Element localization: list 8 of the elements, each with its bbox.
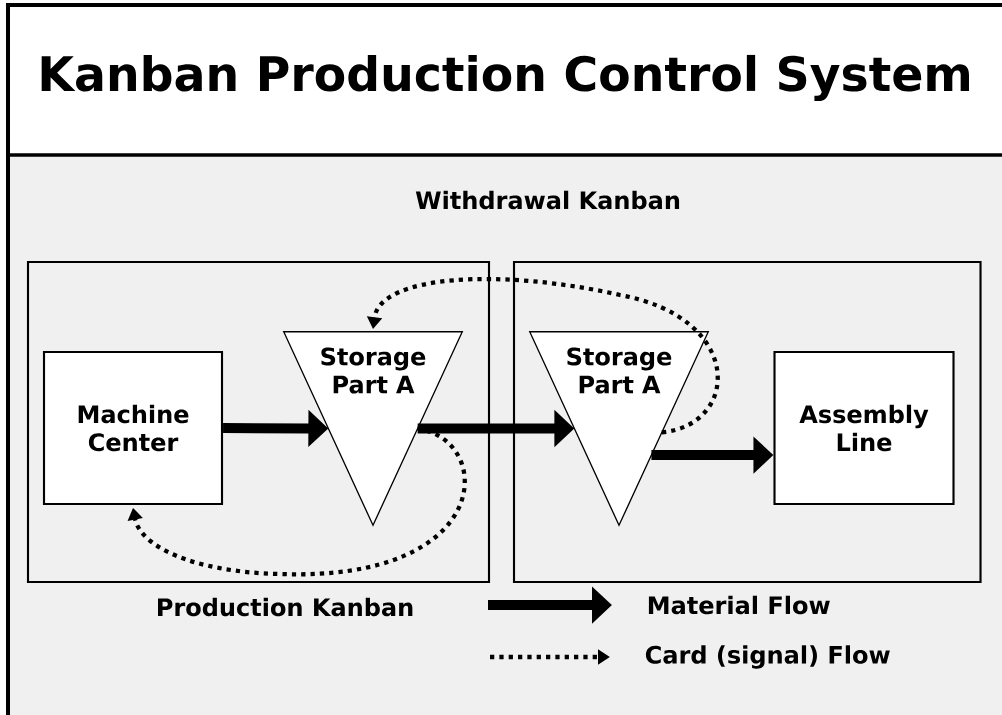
card-flow-arrow: [127, 426, 467, 577]
legend-label: Material Flow: [648, 595, 830, 615]
caption-text: Production Kanban: [158, 597, 413, 617]
legend-label: Card (signal) Flow: [645, 645, 890, 669]
process-box: Assembly Line: [773, 350, 955, 506]
process-box: Machine Center: [42, 350, 224, 506]
title: Kanban Production Control System: [41, 54, 969, 102]
caption-text: Withdrawal Kanban: [415, 190, 680, 210]
